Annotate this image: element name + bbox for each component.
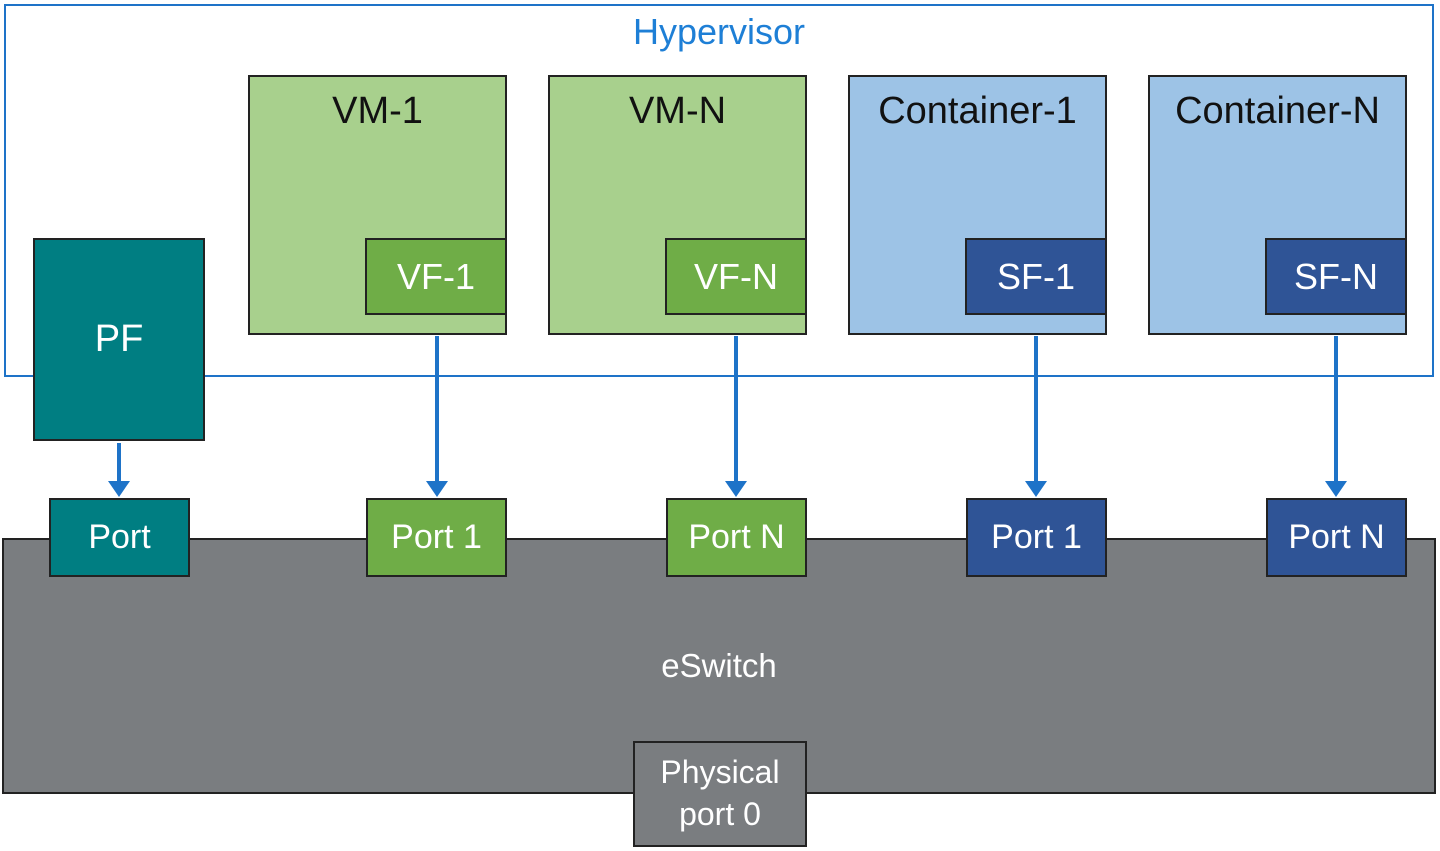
- vf-1-label: VF-1: [396, 255, 475, 297]
- container-n-label: Container-N: [1175, 90, 1380, 132]
- vf-port-1-box: Port 1: [366, 498, 507, 577]
- vf1-to-port1-arrow: [435, 336, 439, 482]
- container-n-box: Container-N SF-N: [1148, 75, 1407, 335]
- pf-port-label: Port: [88, 518, 151, 556]
- container-1-box: Container-1 SF-1: [848, 75, 1107, 335]
- vf-1-box: VF-1: [365, 238, 507, 315]
- physical-port-0-box: Physical port 0: [633, 741, 807, 847]
- vm-1-label: VM-1: [332, 90, 423, 132]
- pf-label: PF: [94, 318, 144, 360]
- hypervisor-title: Hypervisor: [632, 11, 806, 52]
- vm-1-box: VM-1 VF-1: [248, 75, 507, 335]
- container-1-label: Container-1: [878, 90, 1077, 132]
- hypervisor-box: Hypervisor: [4, 4, 1434, 377]
- sf-port-1-box: Port 1: [966, 498, 1107, 577]
- vf-n-label: VF-N: [694, 255, 778, 297]
- vm-n-box: VM-N VF-N: [548, 75, 807, 335]
- sfn-to-portn-arrow: [1334, 336, 1338, 482]
- sf-n-box: SF-N: [1265, 238, 1407, 315]
- physical-port-0-line2: port 0: [679, 796, 761, 832]
- vf-port-n-label: Port N: [688, 518, 785, 556]
- vm-n-label: VM-N: [628, 90, 727, 132]
- eswitch-label: eSwitch: [661, 647, 777, 684]
- vf-n-box: VF-N: [665, 238, 807, 315]
- vf-port-1-label: Port 1: [391, 518, 482, 556]
- sf-1-box: SF-1: [965, 238, 1107, 315]
- sf-port-n-box: Port N: [1266, 498, 1407, 577]
- sf-port-1-label: Port 1: [991, 518, 1082, 556]
- sf-n-label: SF-N: [1294, 255, 1378, 297]
- pf-to-port-arrow: [117, 443, 121, 482]
- pf-box: PF: [33, 238, 205, 441]
- physical-port-0-line1: Physical: [660, 754, 780, 791]
- sf-port-n-label: Port N: [1288, 518, 1385, 556]
- vfn-to-portn-arrow: [734, 336, 738, 482]
- sf-1-label: SF-1: [996, 255, 1075, 297]
- pf-port-box: Port: [49, 498, 190, 577]
- vf-port-n-box: Port N: [666, 498, 807, 577]
- sf1-to-port1-arrow: [1034, 336, 1038, 482]
